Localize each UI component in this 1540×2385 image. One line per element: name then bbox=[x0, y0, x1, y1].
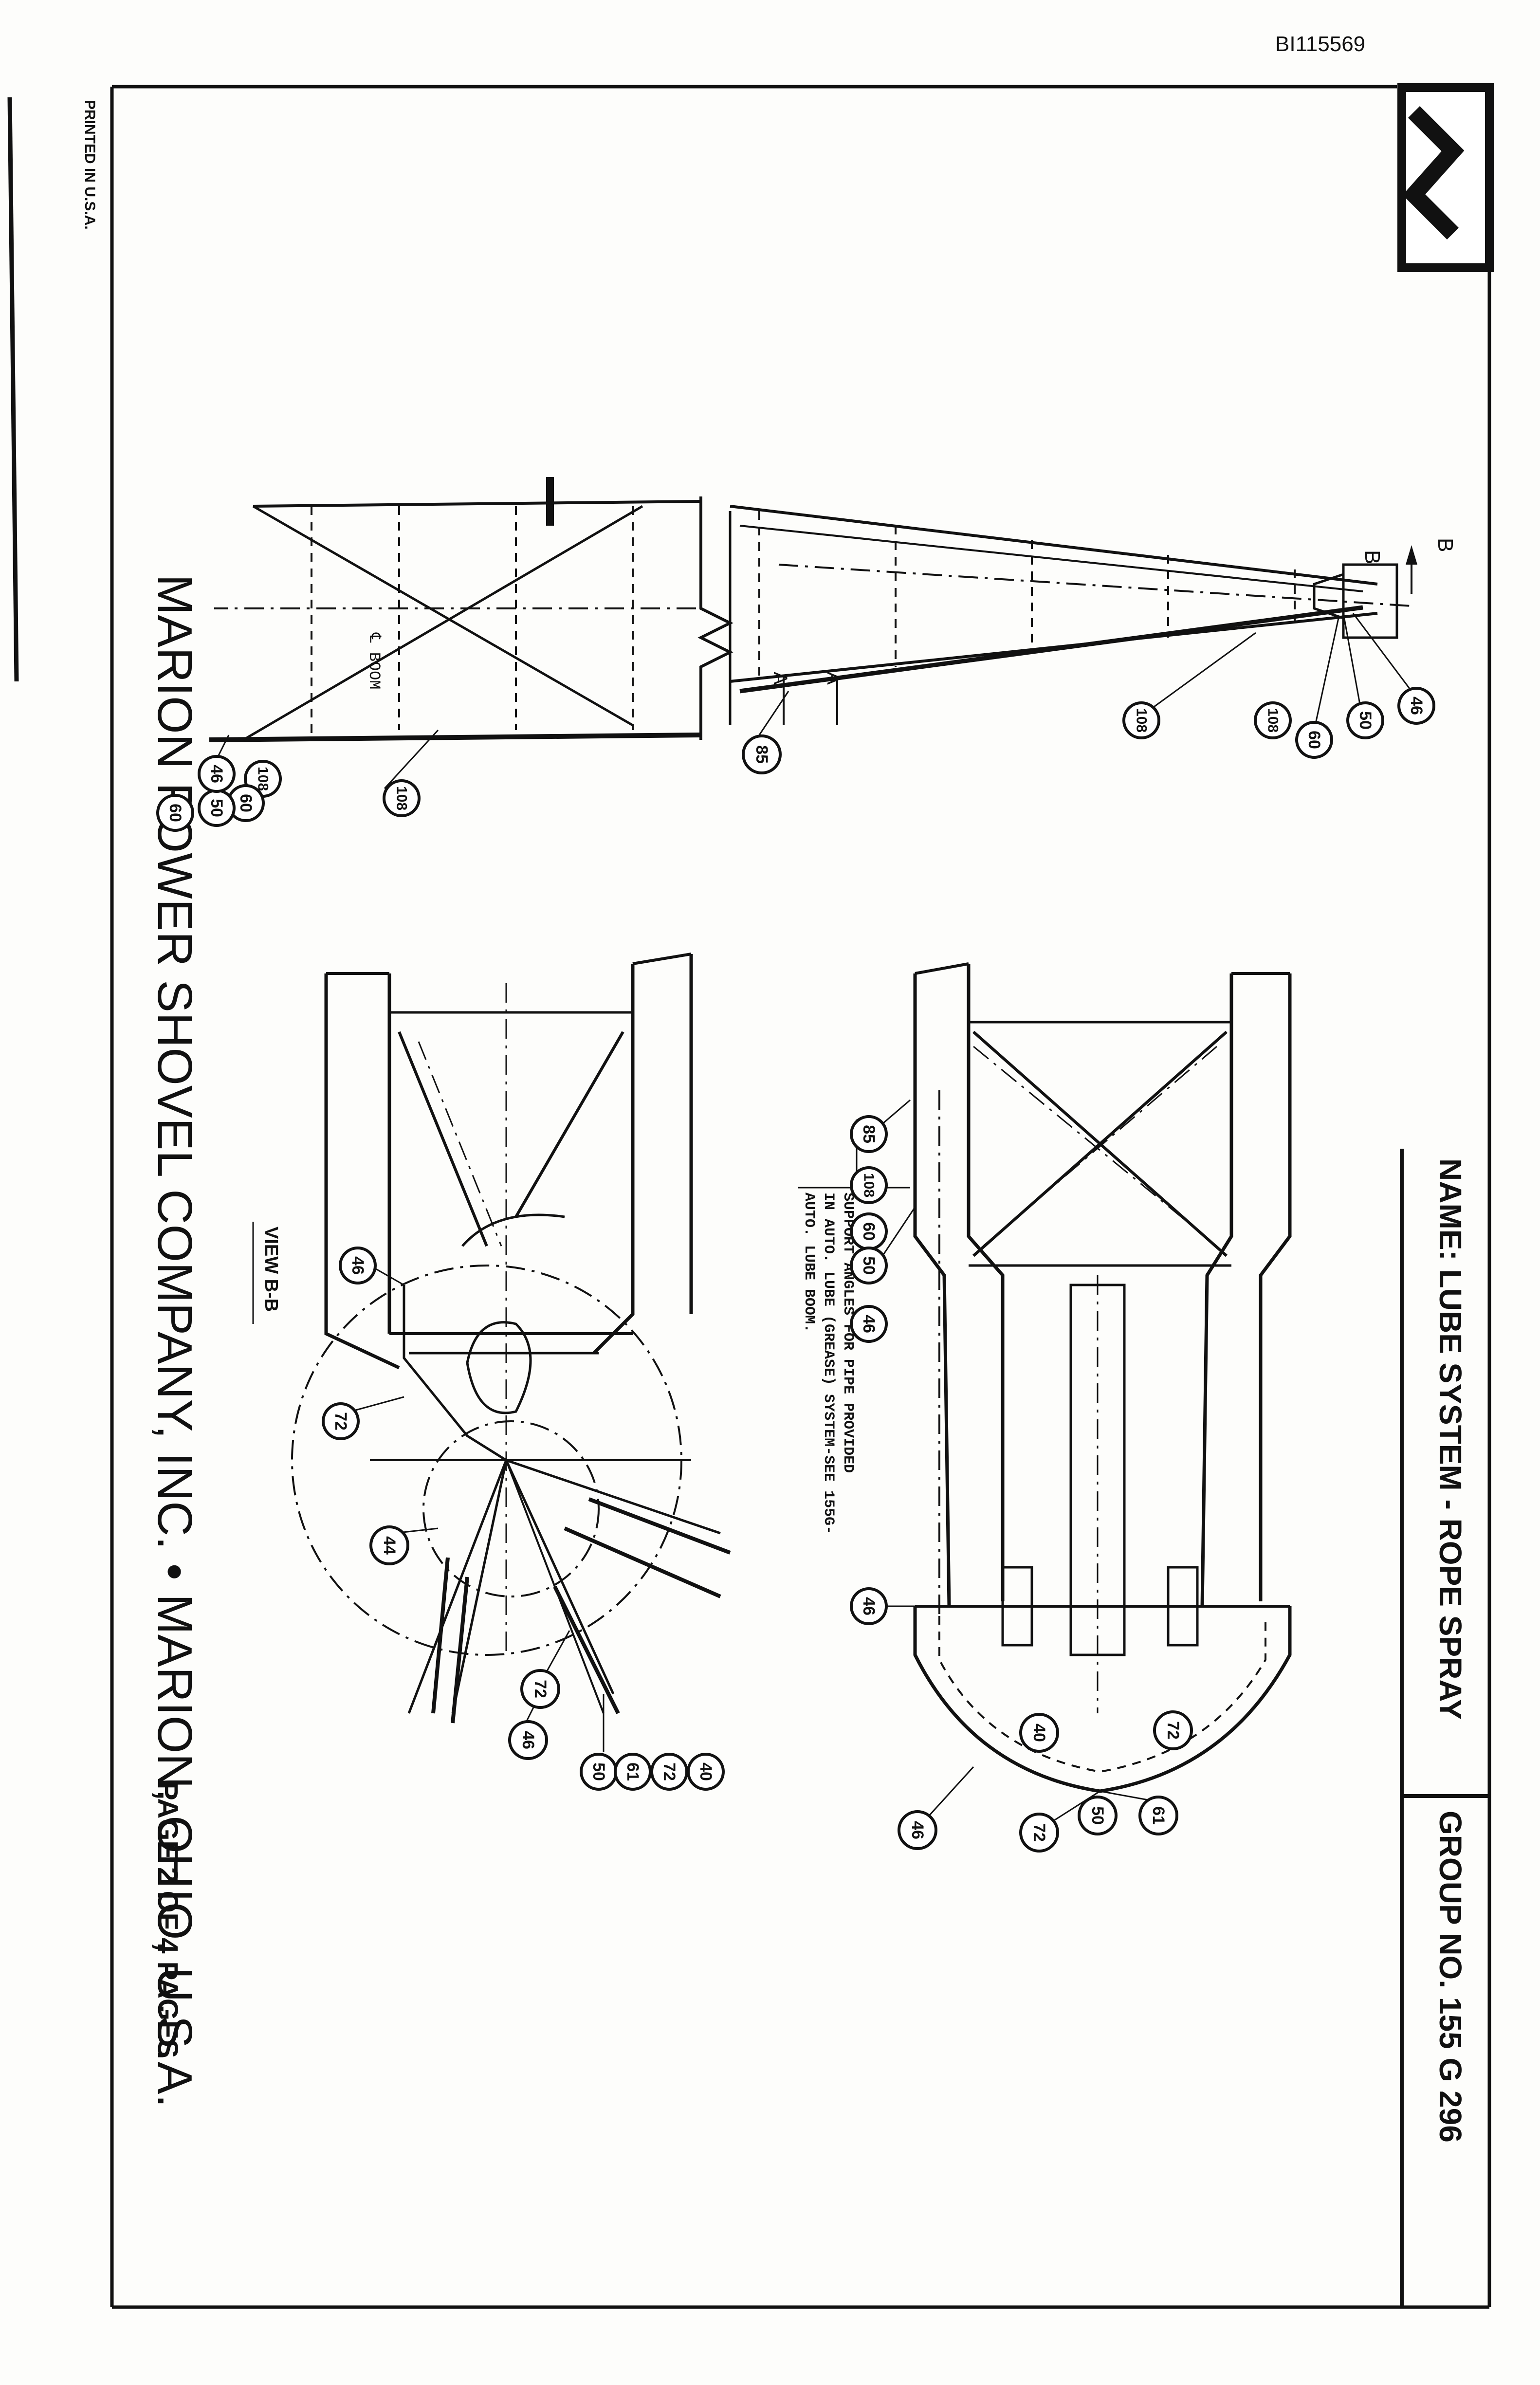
callout-bubble: 60 bbox=[850, 1212, 888, 1250]
callout-bubble: 46 bbox=[1397, 687, 1435, 725]
note-line-3: AUTO. LUBE BOOM. bbox=[801, 1192, 817, 1333]
callout-bubble: 60 bbox=[227, 784, 265, 822]
svg-text:46: 46 bbox=[207, 765, 226, 783]
side-view-callouts: 46 50 60 108 108 85 108 108 60 50 46 60 bbox=[156, 687, 1435, 832]
printed-in-label: PRINTED IN U.S.A. bbox=[82, 100, 98, 230]
callout-bubble: 50 bbox=[850, 1247, 888, 1284]
svg-text:60: 60 bbox=[166, 804, 184, 822]
svg-text:108: 108 bbox=[255, 767, 271, 791]
callout-bubble: 44 bbox=[369, 1525, 409, 1565]
callout-bubble: 50 bbox=[580, 1753, 618, 1791]
svg-text:44: 44 bbox=[380, 1536, 399, 1555]
callout-bubble: 72 bbox=[520, 1669, 560, 1709]
svg-text:72: 72 bbox=[660, 1762, 678, 1781]
callout-bubble: 46 bbox=[339, 1247, 377, 1284]
svg-text:40: 40 bbox=[1030, 1724, 1048, 1742]
svg-text:46: 46 bbox=[348, 1256, 367, 1275]
svg-text:50: 50 bbox=[1088, 1806, 1107, 1825]
callout-bubble: 85 bbox=[742, 734, 782, 774]
callout-bubble: 60 bbox=[1295, 721, 1333, 759]
svg-text:72: 72 bbox=[1030, 1823, 1048, 1842]
callout-bubble: 85 bbox=[850, 1115, 888, 1153]
svg-text:108: 108 bbox=[1265, 708, 1281, 733]
name-label: NAME bbox=[1433, 1158, 1468, 1250]
top-view-callouts: 85 108 60 50 46 46 40 72 72 50 61 46 bbox=[850, 1115, 1193, 1853]
boom-side-view: ℄ BOOM B B A A bbox=[209, 477, 1457, 789]
callout-bubble: 46 bbox=[850, 1305, 888, 1343]
group-value: 155 G 296 bbox=[1433, 1997, 1468, 2143]
svg-text:85: 85 bbox=[860, 1125, 878, 1143]
svg-text:50: 50 bbox=[1356, 711, 1375, 730]
name-value: LUBE SYSTEM - ROPE SPRAY bbox=[1433, 1269, 1468, 1720]
svg-text:46: 46 bbox=[860, 1315, 878, 1333]
note-line-2: IN AUTO. LUBE (GREASE) SYSTEM-SEE 155G- bbox=[820, 1192, 837, 1534]
callout-bubble: 40 bbox=[687, 1753, 725, 1791]
svg-text:B: B bbox=[1360, 550, 1384, 564]
callout-bubble: 50 bbox=[198, 789, 236, 827]
svg-text:A: A bbox=[770, 672, 791, 685]
sheet-border bbox=[7, 85, 1491, 2309]
svg-text:GROUP NO. 155 G 296: GROUP NO. 155 G 296 bbox=[1433, 1811, 1468, 2143]
svg-text:61: 61 bbox=[1149, 1806, 1168, 1825]
view-bb: VIEW B-B bbox=[252, 953, 731, 1752]
svg-text:108: 108 bbox=[861, 1173, 877, 1197]
section-b-marker: B bbox=[1433, 538, 1457, 552]
svg-text:NAME: LUBE SYSTEM - ROPE SPRA: NAME: LUBE SYSTEM - ROPE SPRAY bbox=[1433, 1158, 1468, 1720]
callout-bubble: 72 bbox=[322, 1402, 360, 1440]
svg-text:50: 50 bbox=[589, 1762, 608, 1781]
svg-text:108: 108 bbox=[394, 786, 410, 810]
svg-text:61: 61 bbox=[623, 1762, 642, 1781]
callout-bubble: 72 bbox=[1019, 1813, 1059, 1853]
group-label: GROUP NO. bbox=[1433, 1811, 1468, 1988]
callout-bubble: 46 bbox=[898, 1810, 937, 1850]
title-block bbox=[1400, 1149, 1489, 2307]
callout-bubble: 61 bbox=[1138, 1796, 1178, 1835]
callout-bubble: 46 bbox=[508, 1720, 548, 1760]
callout-bubble: 46 bbox=[198, 755, 236, 793]
boom-centerline-label: ℄ BOOM bbox=[365, 632, 383, 690]
callout-bubble: 72 bbox=[1153, 1710, 1193, 1750]
boom-point-top-view: SUPPORT ANGLES FOR PIPE PROVIDED IN AUTO… bbox=[798, 962, 1292, 1826]
svg-text:60: 60 bbox=[237, 794, 255, 812]
view-bb-callouts: 46 72 44 72 46 50 61 72 40 bbox=[322, 1247, 725, 1791]
svg-text:50: 50 bbox=[860, 1256, 878, 1275]
svg-text:46: 46 bbox=[908, 1821, 927, 1839]
svg-text:85: 85 bbox=[752, 745, 771, 764]
callout-bubble: 108 bbox=[1122, 701, 1160, 739]
svg-text:60: 60 bbox=[860, 1222, 878, 1241]
callout-bubble: 60 bbox=[156, 794, 194, 832]
section-a-marker: A bbox=[823, 672, 844, 685]
callout-bubble: 46 bbox=[850, 1587, 888, 1625]
svg-text:72: 72 bbox=[1164, 1721, 1182, 1740]
callout-bubble: 50 bbox=[1346, 701, 1384, 739]
callout-bubble: 108 bbox=[383, 779, 421, 817]
page-indicator: PAGE 2 OF 4 PAGES bbox=[152, 1781, 183, 2058]
callout-bubble: 108 bbox=[850, 1166, 888, 1204]
svg-text:72: 72 bbox=[531, 1680, 550, 1698]
svg-text:108: 108 bbox=[1134, 708, 1150, 733]
svg-text:46: 46 bbox=[1407, 697, 1426, 715]
title-group: GROUP NO. 155 G 296 bbox=[1433, 1811, 1468, 2143]
callout-bubble: 72 bbox=[650, 1753, 688, 1791]
marion-logo bbox=[1397, 83, 1494, 272]
svg-text:46: 46 bbox=[860, 1597, 878, 1615]
view-bb-label: VIEW B-B bbox=[261, 1227, 281, 1312]
callout-bubble: 40 bbox=[1019, 1713, 1059, 1753]
svg-text:50: 50 bbox=[207, 799, 226, 817]
callout-bubble: 50 bbox=[1078, 1796, 1118, 1835]
svg-text:40: 40 bbox=[697, 1762, 715, 1781]
doc-id: BI115569 bbox=[1275, 32, 1365, 56]
callout-bubble: 61 bbox=[614, 1753, 652, 1791]
svg-text:72: 72 bbox=[331, 1412, 350, 1431]
svg-text:46: 46 bbox=[519, 1731, 537, 1749]
title-name: NAME: LUBE SYSTEM - ROPE SPRAY bbox=[1433, 1158, 1468, 1720]
svg-text:60: 60 bbox=[1305, 731, 1323, 749]
callout-bubble: 108 bbox=[1254, 701, 1292, 739]
